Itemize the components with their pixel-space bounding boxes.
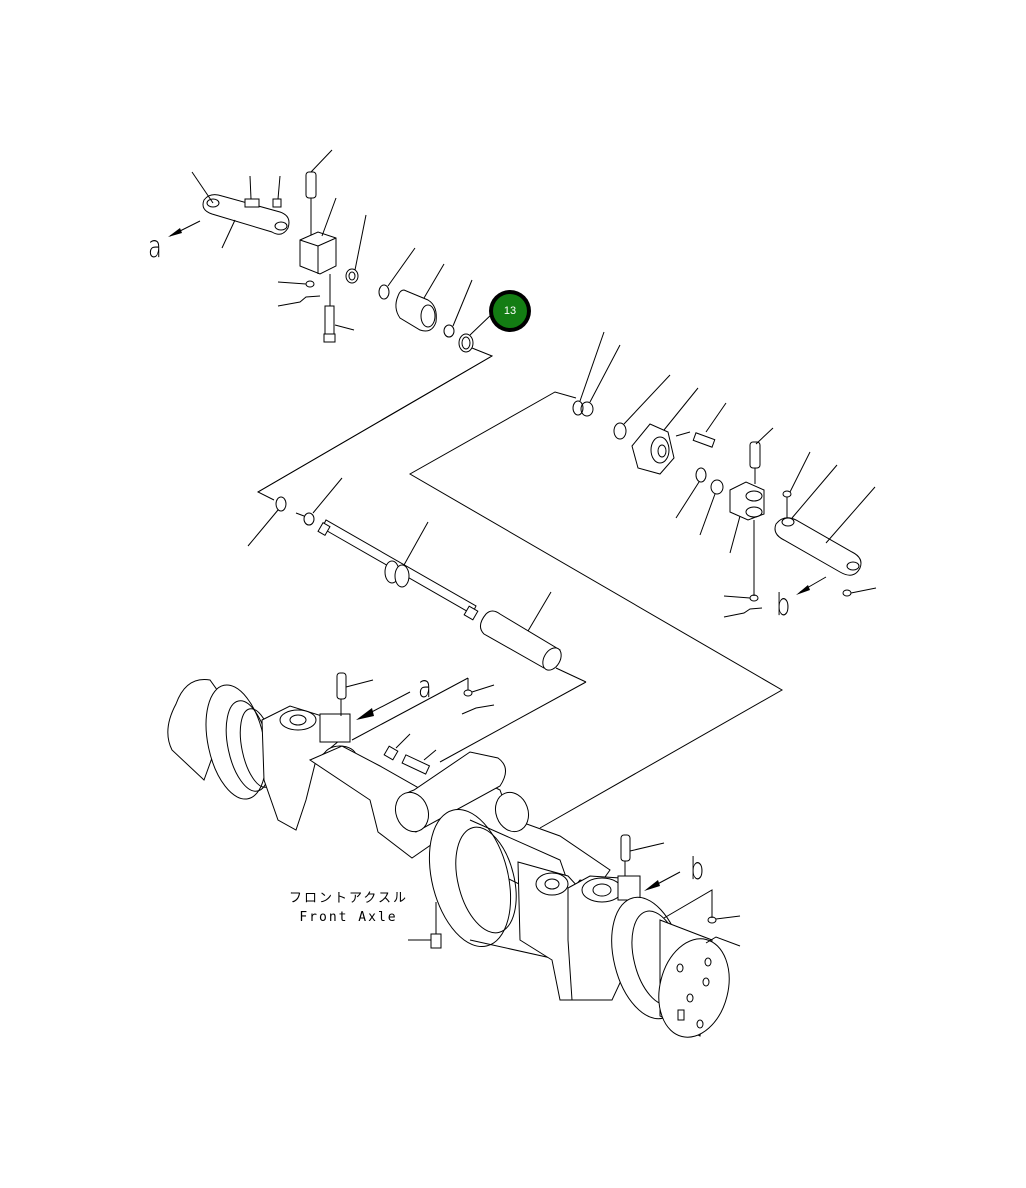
part-callout-13-badge: 13 <box>493 294 527 328</box>
part-callout-13-number: 13 <box>503 305 517 317</box>
king-pin-shaft-group <box>247 355 784 829</box>
diagram-caption: フロントアクスル Front Axle <box>289 889 408 927</box>
ref-label-a-axle: a <box>418 670 432 705</box>
part-callout-13[interactable]: 13 <box>489 290 531 332</box>
ref-label-b-right: b <box>776 588 791 623</box>
caption-english: Front Axle <box>299 910 398 925</box>
ref-label-a-top: a <box>148 230 162 265</box>
steering-link-a-group <box>168 149 494 501</box>
front-axle-housing <box>167 672 741 1038</box>
steering-link-b-group <box>572 331 877 618</box>
ref-label-b-axle: b <box>690 852 705 887</box>
caption-japanese: フロントアクスル <box>289 891 408 906</box>
